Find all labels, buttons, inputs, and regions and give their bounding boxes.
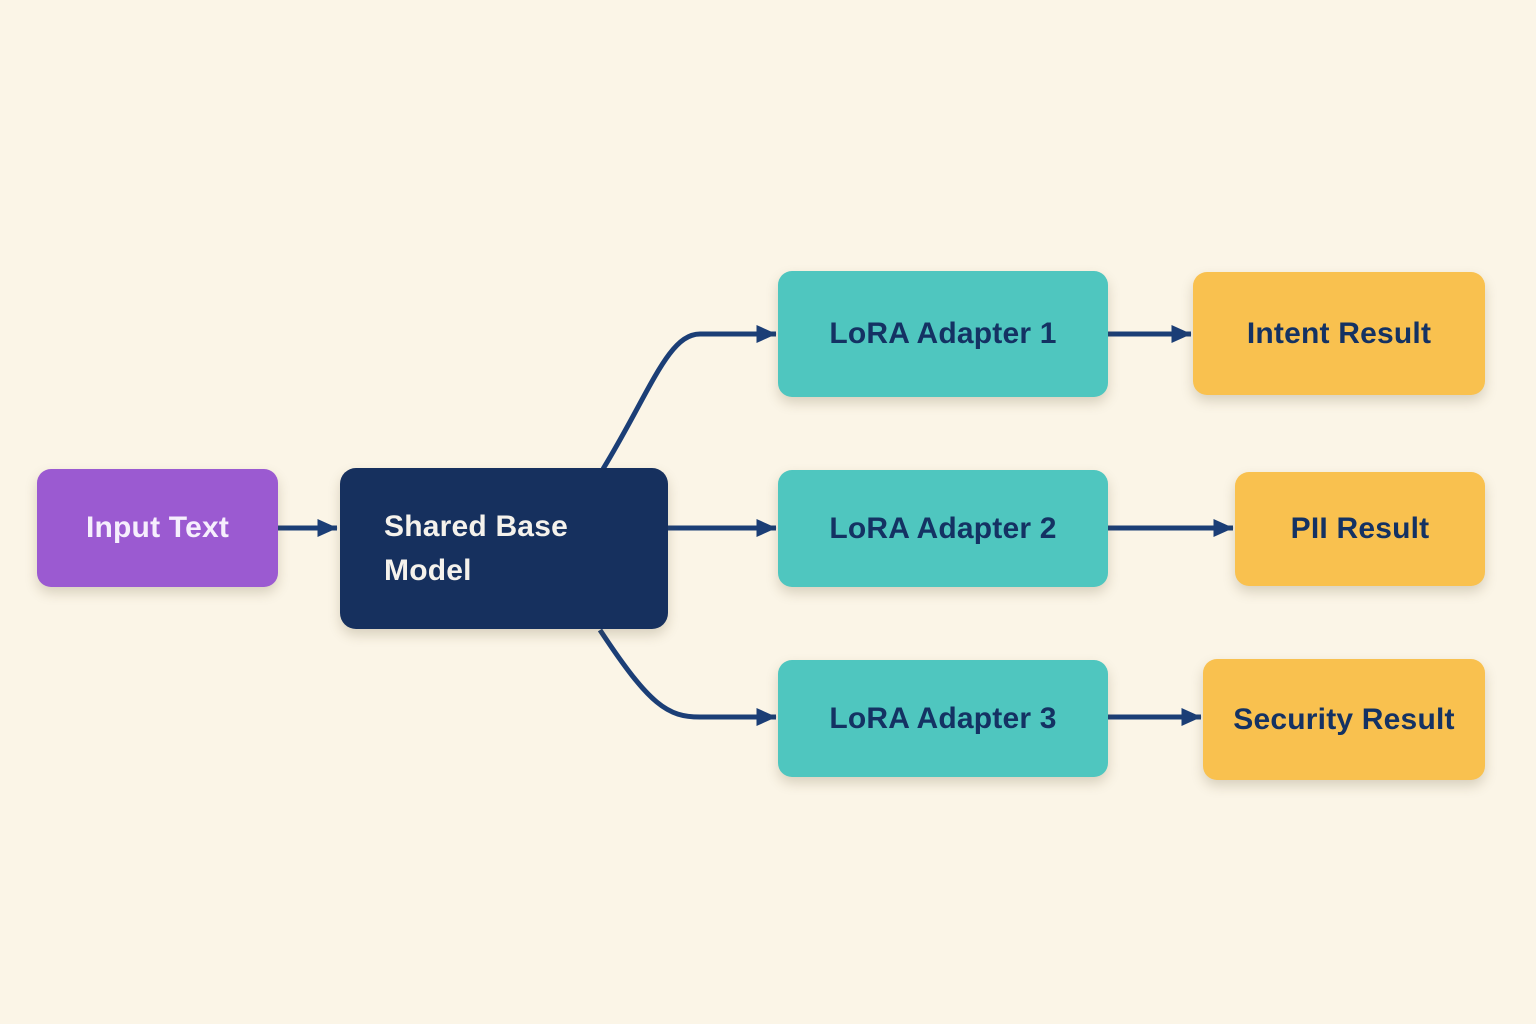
node-input-text-label: Input Text — [85, 511, 230, 544]
node-shared-base-model-label: Shared Base Model — [384, 509, 568, 587]
node-lora-adapter-3: LoRA Adapter 3 — [778, 660, 1108, 777]
node-lora-adapter-2-label: LoRA Adapter 2 — [829, 511, 1057, 545]
node-lora-adapter-1: LoRA Adapter 1 — [778, 271, 1108, 397]
node-input-text: Input Text — [37, 469, 278, 587]
node-intent-result-label: Intent Result — [1246, 316, 1432, 350]
edge-base-to-adapter3 — [597, 628, 777, 726]
node-lora-adapter-1-label: LoRA Adapter 1 — [829, 317, 1057, 350]
node-lora-adapter-2: LoRA Adapter 2 — [778, 470, 1108, 587]
node-lora-adapter-3-label: LoRA Adapter 3 — [829, 701, 1057, 735]
node-security-result: Security Result — [1203, 659, 1485, 780]
node-pii-result-label: PII Result — [1290, 512, 1430, 545]
node-pii-result: PII Result — [1235, 472, 1485, 586]
node-shared-base-model: Shared Base Model — [340, 468, 668, 629]
edge-base-to-adapter1 — [600, 325, 777, 471]
node-security-result-label: Security Result — [1233, 702, 1455, 736]
node-intent-result: Intent Result — [1193, 272, 1485, 395]
